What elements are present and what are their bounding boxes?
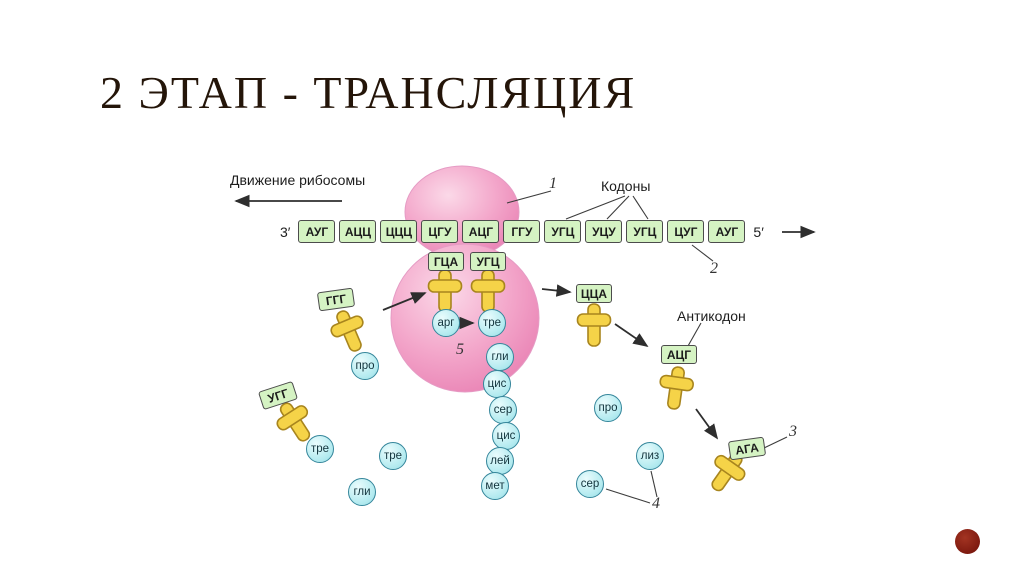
codon-box: ГГУ	[503, 220, 541, 243]
codon-box: АЦГ	[462, 220, 500, 243]
callout-number-4: 4	[652, 495, 660, 512]
codon-box: ЦЦЦ	[380, 220, 418, 243]
codon-box: АУГ	[708, 220, 746, 243]
amino-acid-chain-item: мет	[481, 472, 509, 500]
three-prime-label: 3′	[280, 223, 291, 240]
amino-acid: сер	[576, 470, 604, 498]
slide-title: 2 ЭТАП - ТРАНСЛЯЦИЯ	[100, 67, 637, 118]
amino-acid-chain-item: лей	[486, 447, 514, 475]
trna-entry-arrow	[382, 292, 427, 311]
ribosome-movement-label: Движение рибосомы	[230, 172, 366, 188]
trna-icon	[655, 364, 697, 412]
amino-acid-chain-item: цис	[483, 370, 511, 398]
codon-box: УГЦ	[626, 220, 664, 243]
amino-acid: лиз	[636, 442, 664, 470]
codon-box: АЦЦ	[339, 220, 377, 243]
anticodon-box-ribosome-left: ГЦА	[428, 252, 464, 271]
anticodon-box-exiting: ЦЦА	[576, 284, 612, 303]
callout-number-5: 5	[456, 341, 464, 358]
mrna-strand: 3′ АУГ АЦЦ ЦЦЦ ЦГУ АЦГ ГГУ УГЦ УЦУ УГЦ Ц…	[276, 220, 768, 243]
callout-lines	[506, 190, 788, 504]
amino-acid-chain-item: цис	[492, 422, 520, 450]
callout-number-3: 3	[789, 423, 797, 440]
trna-path-arrow	[695, 408, 719, 440]
codon-box: ЦУГ	[667, 220, 705, 243]
trna-icon	[324, 304, 374, 358]
anticodon-box-incoming: АЦГ	[661, 345, 697, 364]
amino-acid: тре	[478, 309, 506, 337]
anticodon-label: Антикодон	[677, 308, 746, 324]
trna-icon	[576, 303, 612, 347]
amino-acid: гли	[348, 478, 376, 506]
amino-acid: про	[351, 352, 379, 380]
amino-acid: тре	[379, 442, 407, 470]
amino-acid: про	[594, 394, 622, 422]
flow-arrows	[234, 194, 816, 440]
trna-exit-arrow	[541, 284, 572, 297]
amino-acid: тре	[306, 435, 334, 463]
ribosome-large-subunit	[390, 243, 540, 393]
five-prime-label: 5′	[753, 223, 764, 240]
amino-acid: арг	[432, 309, 460, 337]
codon-box: АУГ	[298, 220, 336, 243]
codon-box: ЦГУ	[421, 220, 459, 243]
codons-label: Кодоны	[601, 178, 651, 194]
trna-path-arrow	[614, 323, 649, 348]
callout-number-2: 2	[710, 260, 718, 277]
amino-acid-chain-item: сер	[489, 396, 517, 424]
callout-number-1: 1	[549, 175, 557, 192]
codon-box: УГЦ	[544, 220, 582, 243]
amino-acid-chain-item: гли	[486, 343, 514, 371]
codon-box: УЦУ	[585, 220, 623, 243]
anticodon-box-ribosome-right: УГЦ	[470, 252, 506, 271]
slide-decoration-dot	[955, 529, 980, 554]
